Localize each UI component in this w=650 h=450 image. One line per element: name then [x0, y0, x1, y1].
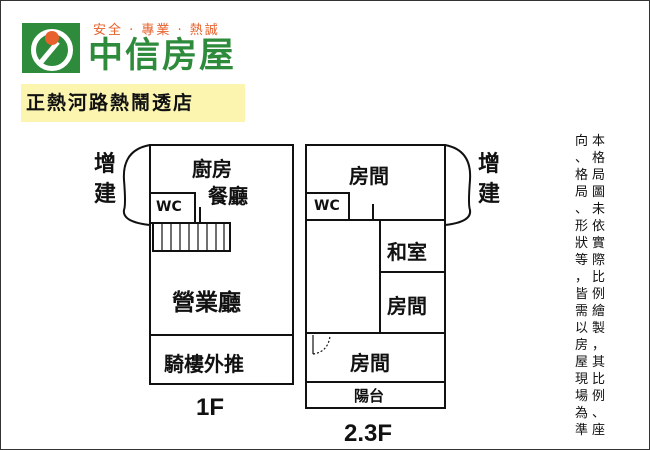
room-balcony: 陽台 — [354, 387, 385, 405]
room-kitchen: 廚房 — [192, 157, 232, 181]
store-banner — [21, 84, 245, 122]
room-wc-23f: WC — [314, 198, 340, 214]
room-bottom: 房間 — [350, 351, 390, 375]
addition-right-arc — [444, 144, 472, 226]
room-arcade: 騎樓外推 — [164, 352, 244, 376]
wc-23f-box — [305, 192, 350, 221]
room-mid: 房間 — [387, 294, 427, 318]
store-name: 正熱河路熱鬧透店 — [26, 92, 195, 114]
room-japanese: 和室 — [387, 240, 427, 264]
door-swing-room-bottom — [312, 335, 331, 355]
floor-23f-outline — [305, 144, 446, 409]
room-top: 房間 — [349, 164, 389, 188]
logo-name: 中信房屋 — [88, 36, 237, 76]
stair-treads — [161, 223, 225, 251]
room-wc-1f: WC — [156, 199, 182, 215]
room-business-hall: 營業廳 — [172, 290, 241, 316]
addition-left-label: 增建 — [93, 152, 116, 207]
logo-emblem-icon — [22, 23, 80, 73]
stairs-1f — [152, 222, 231, 252]
disclaimer-col-2: 向、格局、形狀等，皆需以房屋現場為準 — [574, 134, 588, 438]
room-dining: 餐廳 — [208, 184, 248, 208]
addition-left-arc — [122, 144, 151, 226]
addition-right-label: 增建 — [477, 152, 500, 207]
floor-label-1f: 1F — [196, 394, 225, 421]
logo-slogan: 安全 · 專業 · 熱誠 — [93, 23, 220, 38]
disclaimer-col-1: 本格局圖未依實際比例繪製，其比例、座 — [591, 134, 605, 438]
floor-1f-outline — [149, 144, 294, 385]
floor-label-23f: 2.3F — [344, 420, 393, 447]
